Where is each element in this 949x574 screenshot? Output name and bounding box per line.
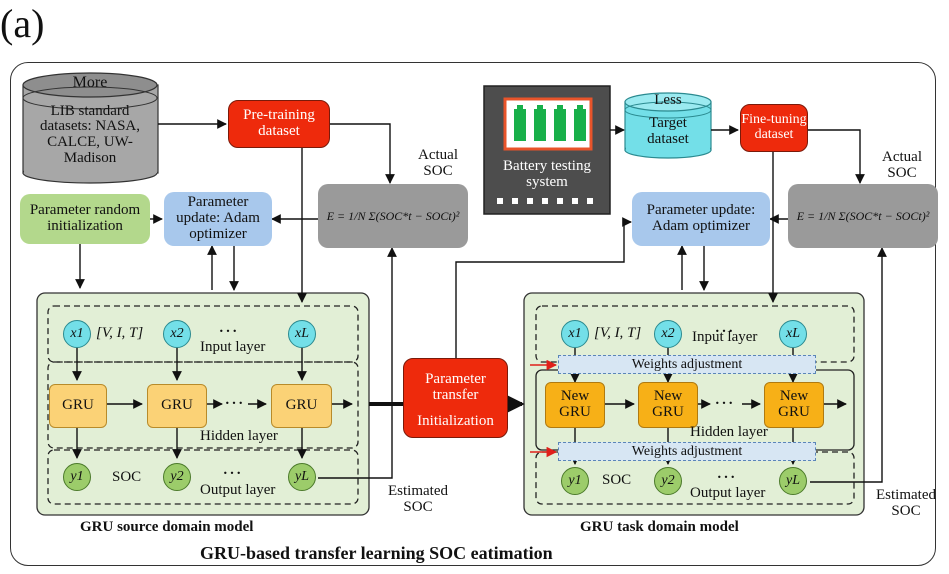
source-output-dots: … <box>222 457 242 479</box>
target-hidden-layer-label: Hidden layer <box>690 424 768 440</box>
source-y1: y1 <box>63 463 91 491</box>
source-db-label: LIB standard datasets: NASA, CALCE, UW-M… <box>40 102 140 166</box>
parameter-transfer-label: Parameter transfer <box>425 371 486 404</box>
source-gru-L: GRU <box>271 384 332 428</box>
source-estimated-soc-label: Estimated SOC <box>388 483 448 515</box>
target-xL: xL <box>779 320 807 348</box>
source-x1: x1 <box>63 320 91 348</box>
source-input-layer-label: Input layer <box>200 339 266 355</box>
source-input-vars: [V, I, T] <box>96 325 144 341</box>
target-new-gru-L: New GRU <box>764 382 824 428</box>
target-output-dots: … <box>716 461 736 483</box>
target-y2: y2 <box>654 467 682 495</box>
finetune-dataset-box: Fine-tuning dataset <box>740 104 808 152</box>
target-db-less-label: Less <box>654 92 682 108</box>
weights-adjustment-bottom: Weights adjustment <box>558 442 816 461</box>
target-model-name: GRU task domain model <box>580 519 739 535</box>
target-db-label: Target dataset <box>647 115 689 147</box>
target-hidden-dots: … <box>714 387 734 409</box>
source-yL: yL <box>288 463 316 491</box>
target-new-gru-2: New GRU <box>638 382 698 428</box>
target-input-layer-label: Input layer <box>692 329 758 345</box>
weights-adjustment-top: Weights adjustment <box>558 355 816 374</box>
battery-testing-system-icon <box>483 85 611 215</box>
source-gru-1: GRU <box>49 384 107 428</box>
target-x1: x1 <box>561 320 589 348</box>
target-database-icon <box>624 92 712 159</box>
transfer-box: Parameter transfer Initialization <box>403 358 508 438</box>
source-loss-box: E = 1/N Σ(SOC*t − SOCt)² <box>318 184 468 248</box>
source-hidden-dots: … <box>224 387 244 409</box>
pretrain-dataset-box: Pre-training dataset <box>228 100 330 148</box>
source-hidden-layer-label: Hidden layer <box>200 428 278 444</box>
target-input-dots: … <box>714 315 734 337</box>
figure-title: GRU-based transfer learning SOC eatimati… <box>200 543 553 563</box>
source-hidden-layer-box <box>47 361 359 449</box>
initialization-label: Initialization <box>417 412 494 429</box>
source-x2: x2 <box>163 320 191 348</box>
source-param-update-box: Parameter update: Adam optimizer <box>164 192 272 246</box>
target-y1: y1 <box>561 467 589 495</box>
target-x2: x2 <box>654 320 682 348</box>
source-soc-label: SOC <box>112 469 142 485</box>
target-loss-box: E = 1/N Σ(SOC*t − SOCt)² <box>788 184 938 248</box>
battery-testing-label: Battery testing system <box>503 158 591 190</box>
target-output-layer-label: Output layer <box>690 485 766 501</box>
panel-label: (a) <box>0 1 45 46</box>
target-input-vars: [V, I, T] <box>594 325 642 341</box>
source-database-icon <box>22 72 159 184</box>
parameter-transfer-link <box>455 217 632 362</box>
target-estimated-soc-label: Estimated SOC <box>876 487 936 519</box>
target-soc-label: SOC <box>602 472 632 488</box>
target-new-gru-1: New GRU <box>545 382 605 428</box>
source-input-dots: … <box>218 315 238 337</box>
source-gru-2: GRU <box>147 384 207 428</box>
param-init-box: Parameter random initialization <box>20 194 150 244</box>
target-param-update-box: Parameter update: Adam optimizer <box>632 192 770 246</box>
source-db-more-label: More <box>72 74 108 91</box>
source-output-layer-label: Output layer <box>200 482 276 498</box>
source-y2: y2 <box>163 463 191 491</box>
source-xL: xL <box>288 320 316 348</box>
figure-frame <box>10 62 936 566</box>
target-actual-soc-label: Actual SOC <box>882 149 922 181</box>
source-actual-soc-label: Actual SOC <box>418 147 458 179</box>
source-model-name: GRU source domain model <box>80 519 254 535</box>
target-yL: yL <box>779 467 807 495</box>
